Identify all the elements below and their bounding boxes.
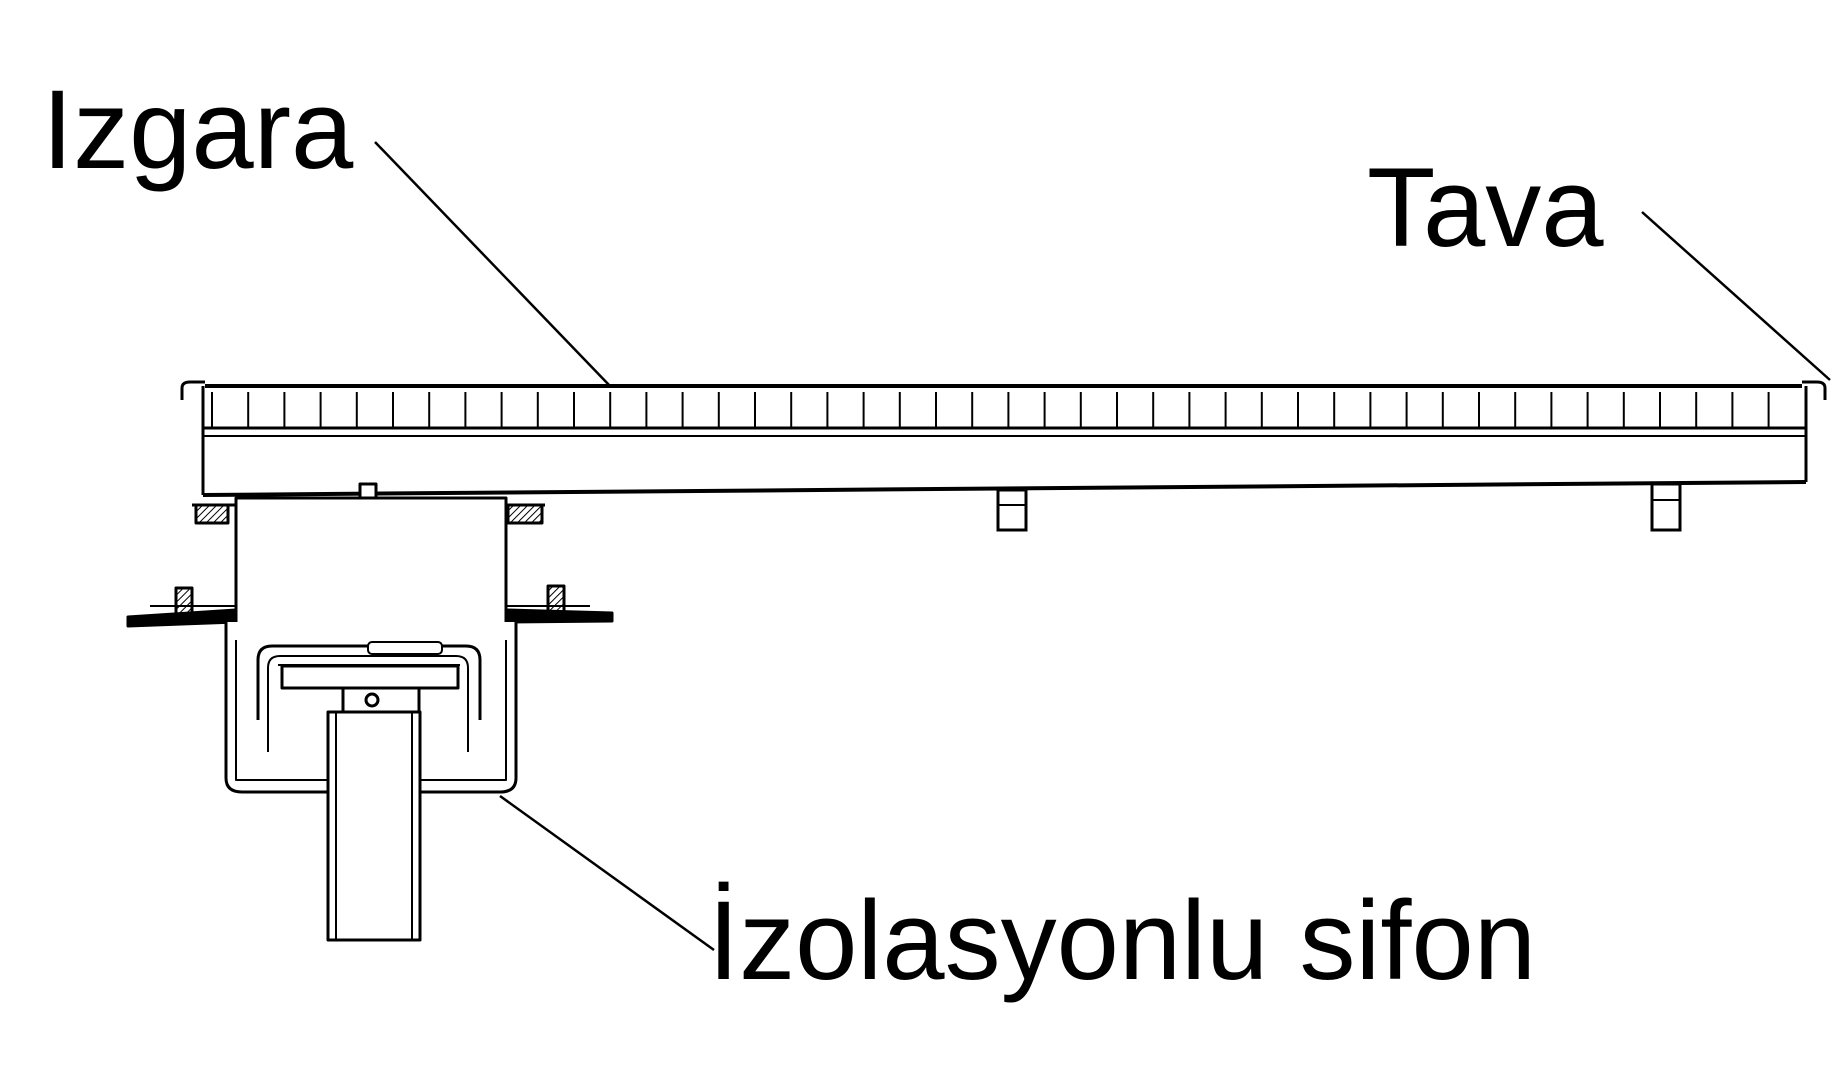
leader-line-pan xyxy=(1641,211,1831,381)
leader-lines xyxy=(374,141,1831,952)
pan-feet xyxy=(996,482,1682,532)
siphon xyxy=(126,482,614,942)
siphon-label: İzolasyonlu sifon xyxy=(708,878,1537,1003)
leader-line-grate xyxy=(374,141,611,387)
pan-label: Tava xyxy=(1367,145,1604,270)
grate-bars xyxy=(211,392,1770,428)
leader-line-siphon xyxy=(499,794,715,952)
grate-label: Izgara xyxy=(42,67,354,192)
